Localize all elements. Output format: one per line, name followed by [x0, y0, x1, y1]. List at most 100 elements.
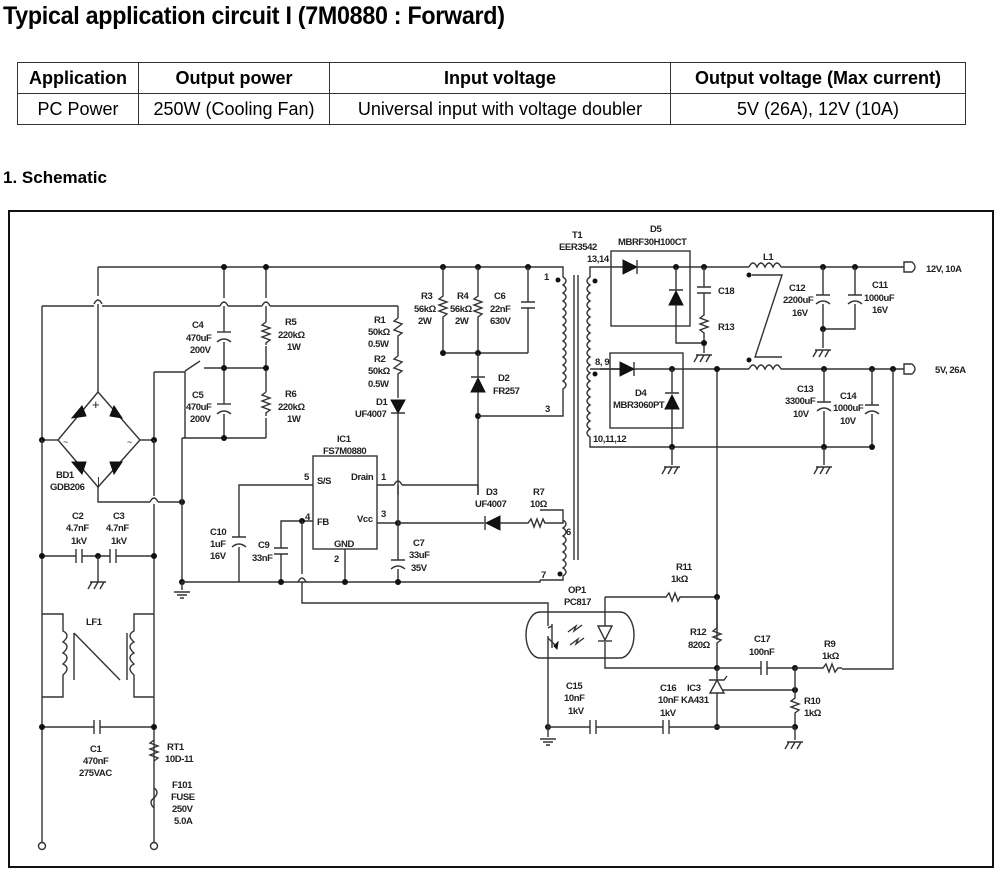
label-ic3-ref: IC3 [687, 683, 701, 694]
header-input-voltage: Input voltage [329, 62, 671, 94]
label-ic1-pin2: 2 [334, 554, 339, 565]
label-c11-rating: 16V [872, 305, 889, 316]
label-c16-rating: 1kV [660, 708, 677, 719]
svg-text:|: | [97, 476, 99, 488]
inductor-l1: L1 [746, 252, 783, 371]
label-lf1-ref: LF1 [86, 617, 103, 628]
label-output-5v: 5V, 26A [935, 365, 966, 376]
label-r4-value: 56kΩ [450, 304, 473, 315]
label-c1-value: 470nF [83, 756, 109, 767]
label-c5-value: 470uF [186, 402, 212, 413]
label-ic3-value: KA431 [681, 695, 710, 706]
label-t1-pin3: 3 [545, 404, 550, 415]
label-c15-rating: 1kV [568, 706, 585, 717]
feedback-network: R11 1kΩ R12 820Ω C17 100nF R9 1kΩ R10 1k… [539, 562, 842, 750]
spec-table-header-row: Application Output power Input voltage O… [17, 62, 966, 94]
fuse-f101: F101 FUSE 250V 5.0A [150, 780, 195, 827]
label-c2-ref: C2 [72, 511, 83, 522]
label-t1-pin8-9: 8, 9 [595, 357, 609, 368]
label-rt1-value: 10D-11 [165, 754, 194, 765]
snubber-network: R3 56kΩ 2W R4 56kΩ 2W C6 22nF 630V D2 FR… [414, 264, 560, 495]
label-c7-rating: 35V [411, 563, 428, 574]
label-r10-value: 1kΩ [804, 708, 822, 719]
ic1-fs7m0880: IC1 FS7M0880 S/S Drain FB Vcc GND 5 1 4 … [304, 434, 387, 565]
label-c9-value: 33nF [252, 553, 273, 564]
label-r12-value: 820Ω [688, 640, 711, 651]
label-c10-ref: C10 [210, 527, 226, 538]
label-r12-ref: R12 [690, 627, 706, 638]
label-r5-value: 220kΩ [278, 330, 306, 341]
label-r2-ref: R2 [374, 354, 385, 365]
label-d2-value: FR257 [493, 386, 520, 397]
label-c18-ref: C18 [718, 286, 734, 297]
label-d3-value: UF4007 [475, 499, 507, 510]
label-c12-value: 2200uF [783, 295, 814, 306]
label-ic1-pin-fb: FB [317, 517, 329, 528]
label-r6-rating: 1W [287, 414, 301, 425]
label-t1-pin7: 7 [541, 570, 546, 581]
output-12v: 12V, 10A C12 2200uF 16V C11 1000uF 16V [781, 261, 962, 358]
transformer-t1: T1 EER3542 1 3 6 7 13,14 8, 9 10,11,12 [540, 230, 700, 581]
label-c15-value: 10nF [564, 693, 585, 704]
label-c14-rating: 10V [840, 416, 857, 427]
label-c2-value: 4.7nF [66, 523, 89, 534]
input-wiring [39, 264, 550, 806]
label-f101-current: 5.0A [174, 816, 193, 827]
label-f101-ref: F101 [172, 780, 193, 791]
label-r1-value: 50kΩ [368, 327, 391, 338]
label-c6-value: 22nF [490, 304, 511, 315]
rectifier-d4: D4 MBR3060PT [600, 352, 749, 475]
label-op1-ref: OP1 [568, 585, 587, 596]
ac-input-terminal-l [37, 841, 47, 851]
label-r2-value: 50kΩ [368, 366, 391, 377]
label-ic1-pin3: 3 [381, 509, 386, 520]
output-5v: 5V, 26A C13 3300uF 10V C14 1000uF 10V [700, 363, 967, 670]
label-r6-value: 220kΩ [278, 402, 306, 413]
resistor-r6: R6 220kΩ 1W [260, 389, 306, 425]
label-c7-value: 33uF [409, 550, 430, 561]
label-d4-value: MBR3060PT [613, 400, 665, 411]
label-r1-ref: R1 [374, 315, 386, 326]
thermistor-rt1: RT1 10D-11 [148, 739, 195, 765]
label-f101-value: FUSE [171, 792, 195, 803]
label-c16-value: 10nF [658, 695, 679, 706]
label-c4-rating: 200V [190, 345, 212, 356]
label-output-12v: 12V, 10A [926, 264, 962, 275]
label-c6-ref: C6 [494, 291, 505, 302]
label-ic1-ref: IC1 [337, 434, 352, 445]
header-output-power: Output power [138, 62, 330, 94]
label-t1-pin13-14: 13,14 [587, 254, 610, 265]
cell-output-voltage: 5V (26A), 12V (10A) [670, 93, 966, 125]
section-title: 1. Schematic [3, 168, 107, 187]
label-ic1-pin-ss: S/S [317, 476, 331, 487]
label-c16-ref: C16 [660, 683, 676, 694]
label-t1-value: EER3542 [559, 242, 597, 253]
label-op1-value: PC817 [564, 597, 591, 608]
label-c17-ref: C17 [754, 634, 770, 645]
label-c10-rating: 16V [210, 551, 227, 562]
label-t1-ref: T1 [572, 230, 583, 241]
resistor-r5: R5 220kΩ 1W [260, 317, 306, 353]
label-r4-rating: 2W [455, 316, 469, 327]
label-c5-ref: C5 [192, 390, 204, 401]
label-c5-rating: 200V [190, 414, 212, 425]
label-t1-pin1: 1 [544, 272, 550, 283]
label-c11-ref: C11 [872, 280, 889, 291]
label-r10-ref: R10 [804, 696, 820, 707]
label-rt1-ref: RT1 [167, 742, 185, 753]
label-c14-ref: C14 [840, 391, 857, 402]
svg-text:+: + [92, 397, 99, 412]
header-application: Application [17, 62, 139, 94]
label-c14-value: 1000uF [833, 403, 864, 414]
label-c13-value: 3300uF [785, 396, 816, 407]
startup-resistors: R1 50kΩ 0.5W R2 50kΩ 0.5W D1 UF4007 [355, 306, 406, 495]
label-ic1-value: FS7M0880 [323, 446, 366, 457]
capacitor-c5: C5 470uF 200V [186, 390, 232, 425]
label-r4-ref: R4 [457, 291, 469, 302]
label-c15-ref: C15 [566, 681, 583, 692]
label-c3-rating: 1kV [111, 536, 128, 547]
label-f101-rating: 250V [172, 804, 194, 815]
label-ic1-pin-drain: Drain [351, 472, 374, 483]
svg-text:~: ~ [127, 437, 132, 447]
